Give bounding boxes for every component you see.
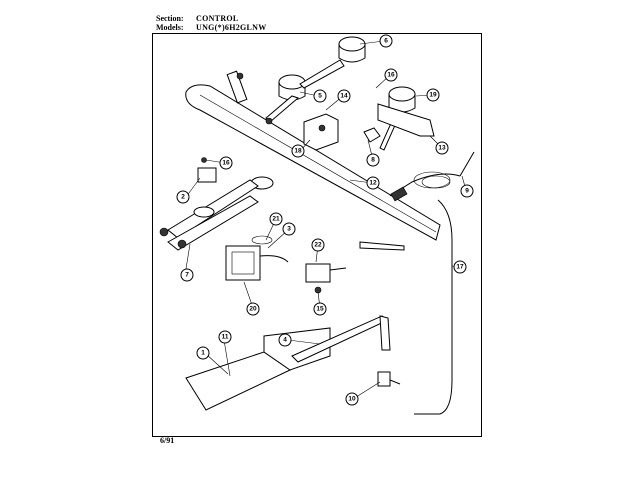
models-label: Models: (156, 23, 184, 32)
svg-text:6: 6 (384, 38, 388, 45)
svg-text:12: 12 (369, 180, 377, 187)
callout-10: 10 (345, 392, 359, 406)
svg-text:9: 9 (465, 188, 469, 195)
bracket-18 (303, 113, 339, 151)
svg-text:14: 14 (340, 93, 348, 100)
top-burner-left (265, 74, 306, 125)
section-value: CONTROL (196, 14, 239, 23)
callout-5: 5 (313, 89, 327, 103)
svg-text:16: 16 (222, 160, 230, 167)
svg-text:20: 20 (249, 306, 257, 313)
callout-1: 1 (196, 346, 210, 360)
svg-text:17: 17 (456, 264, 464, 271)
control-valve (225, 235, 289, 281)
gas-tube (414, 199, 453, 415)
callout-13: 13 (435, 141, 449, 155)
safety-valve (305, 263, 347, 294)
svg-text:15: 15 (316, 306, 324, 313)
callout-21: 21 (269, 212, 283, 226)
callout-16-top: 16 (384, 68, 398, 82)
svg-text:22: 22 (314, 242, 322, 249)
callout-11: 11 (218, 330, 232, 344)
svg-text:8: 8 (371, 157, 375, 164)
svg-text:13: 13 (438, 145, 446, 152)
bracket-4-leg (379, 315, 391, 351)
diagram-frame (152, 33, 482, 437)
oven-burner (159, 176, 274, 251)
callout-9: 9 (460, 184, 474, 198)
models-value: UNG(*)6H2GLNW (196, 23, 267, 32)
svg-text:2: 2 (181, 194, 185, 201)
callout-2: 2 (176, 190, 190, 204)
callout-17: 17 (453, 260, 467, 274)
callout-14: 14 (337, 89, 351, 103)
igniter-bracket (197, 157, 217, 183)
callout-4: 4 (278, 333, 292, 347)
callout-16-left: 16 (219, 156, 233, 170)
footer-date: 6/91 (160, 436, 175, 445)
svg-text:5: 5 (318, 93, 322, 100)
callout-22: 22 (311, 238, 325, 252)
svg-text:3: 3 (287, 226, 291, 233)
manifold-pipe (185, 70, 441, 241)
bracket-13 (377, 103, 435, 137)
callout-12: 12 (366, 176, 380, 190)
svg-text:21: 21 (272, 216, 280, 223)
svg-text:10: 10 (348, 396, 356, 403)
svg-text:19: 19 (429, 92, 437, 99)
svg-text:16: 16 (387, 72, 395, 79)
fitting-10 (377, 371, 401, 387)
callout-20: 20 (246, 302, 260, 316)
callout-6: 6 (379, 34, 393, 48)
svg-text:7: 7 (185, 272, 189, 279)
callout-7: 7 (180, 268, 194, 282)
svg-text:11: 11 (222, 334, 229, 341)
burner-box-1 (185, 351, 291, 411)
svg-text:1: 1 (201, 350, 205, 357)
callout-8: 8 (366, 153, 380, 167)
callout-15: 15 (313, 302, 327, 316)
clip-8 (363, 127, 381, 143)
callout-3: 3 (282, 222, 296, 236)
callout-19: 19 (426, 88, 440, 102)
top-burner-right-rear (299, 36, 366, 89)
thermostat-bulb (389, 151, 475, 202)
callout-18: 18 (291, 144, 305, 158)
svg-text:4: 4 (283, 337, 287, 344)
bolt-22 (359, 241, 405, 251)
svg-text:18: 18 (294, 148, 302, 155)
page-header: Section: CONTROL Models: UNG(*)6H2GLNW (156, 14, 267, 32)
section-label: Section: (156, 14, 184, 23)
